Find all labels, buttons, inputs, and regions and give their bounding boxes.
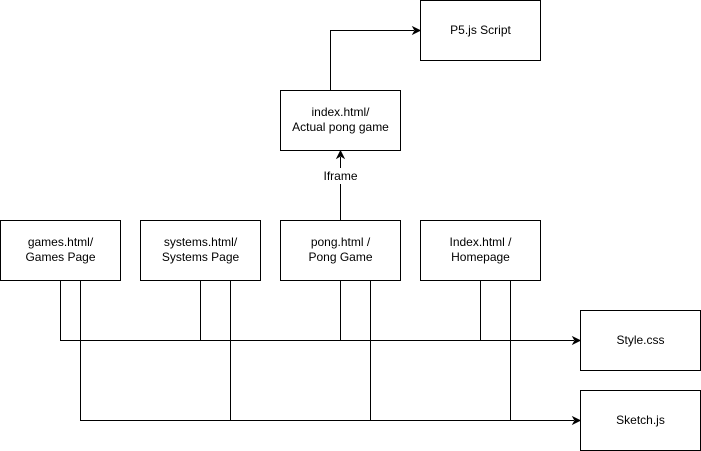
node-homepage-line2: Homepage xyxy=(451,250,510,264)
edge-label-iframe: Iframe xyxy=(323,169,357,183)
node-index-actual-pong-line2: Actual pong game xyxy=(292,120,389,134)
node-sketch-js: Sketch.js xyxy=(580,390,701,451)
node-p5-script: P5.js Script xyxy=(420,0,541,61)
connector-index-to-p5 xyxy=(330,30,414,90)
arrowhead-style xyxy=(571,335,582,346)
node-systems-page: systems.html/ Systems Page xyxy=(140,220,261,281)
node-index-actual-pong-line1: index.html/ xyxy=(311,105,370,119)
arrowhead-p5 xyxy=(411,25,422,36)
node-homepage: Index.html / Homepage xyxy=(420,220,541,281)
node-style-css: Style.css xyxy=(580,310,701,371)
connectors xyxy=(60,25,582,426)
node-homepage-line1: Index.html / xyxy=(449,235,512,249)
node-systems-page-line2: Systems Page xyxy=(162,250,240,264)
node-p5-script-label: P5.js Script xyxy=(450,23,511,37)
node-style-css-label: Style.css xyxy=(616,333,664,347)
node-pong-game-line2: Pong Game xyxy=(308,250,372,264)
node-systems-page-line1: systems.html/ xyxy=(164,235,238,249)
node-index-actual-pong: index.html/ Actual pong game xyxy=(280,90,401,151)
node-games-page-line2: Games Page xyxy=(25,250,95,264)
node-pong-game: pong.html / Pong Game xyxy=(280,220,401,281)
node-pong-game-line1: pong.html / xyxy=(311,235,371,249)
connector-games-to-sketch xyxy=(80,280,574,421)
node-games-page: games.html/ Games Page xyxy=(0,220,121,281)
connector-games-to-style xyxy=(60,280,574,341)
arrowhead-sketch xyxy=(571,415,582,426)
arrowhead-index-actual xyxy=(335,149,346,160)
node-sketch-js-label: Sketch.js xyxy=(616,413,665,427)
node-games-page-line1: games.html/ xyxy=(28,235,94,249)
